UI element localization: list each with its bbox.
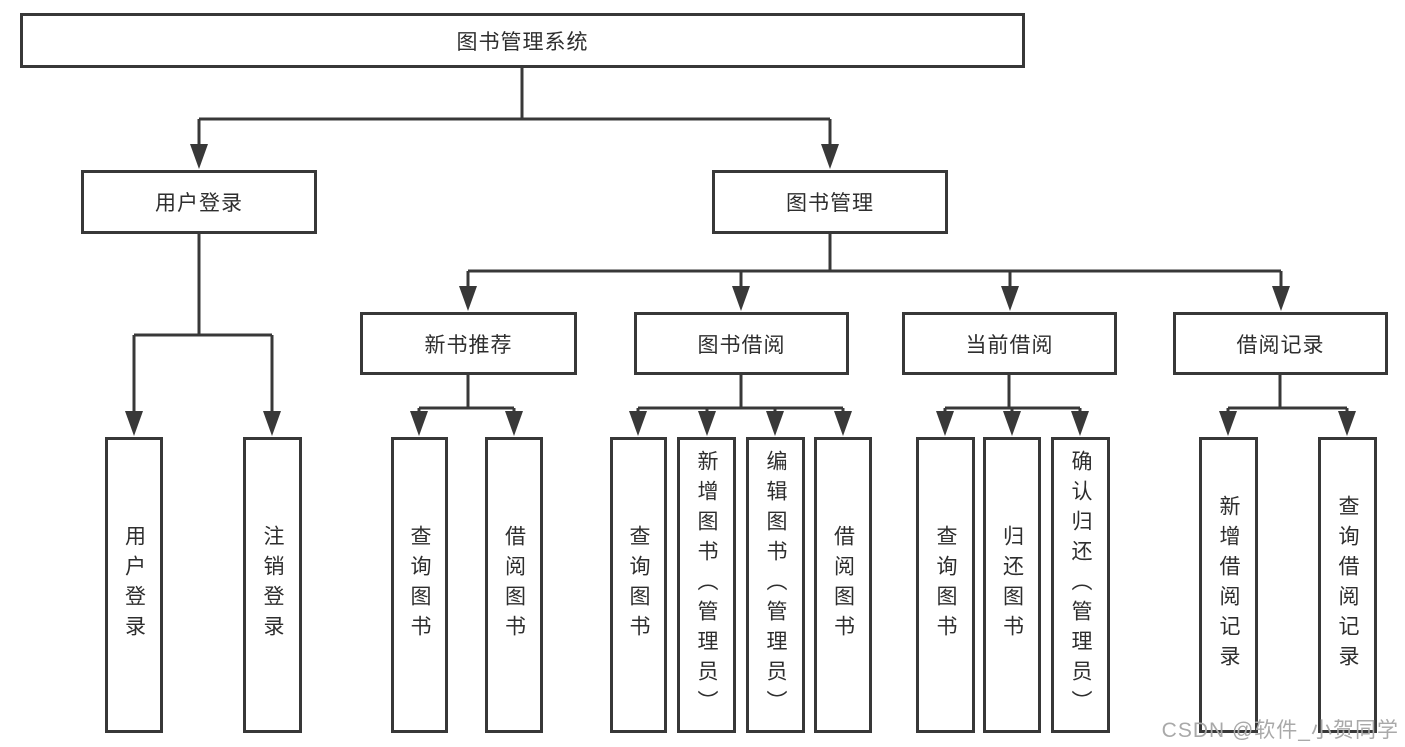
leaf-newbook-query-label: 查询图书 (408, 525, 431, 645)
leaf-borrowing-borrow-label: 借阅图书 (831, 525, 855, 645)
edge-newbook-to-leaves (417, 375, 516, 413)
node-borrowing-records-label: 借阅记录 (1236, 333, 1325, 357)
leaf-current-confirm-admin-label: 确认归还（管理员） (1069, 450, 1092, 720)
leaf-newbook-query: 查询图书 (391, 437, 448, 733)
leaf-borrowing-query: 查询图书 (610, 437, 667, 733)
edge-records-to-leaves (1226, 375, 1349, 413)
leaf-borrowing-edit-admin-label: 编辑图书（管理员） (764, 450, 787, 720)
leaf-records-add-label: 新增借阅记录 (1217, 495, 1240, 675)
node-borrowing-records: 借阅记录 (1173, 312, 1388, 375)
node-book-management: 图书管理 (712, 170, 948, 234)
leaf-borrowing-borrow: 借阅图书 (814, 437, 872, 733)
leaf-borrowing-edit-admin: 编辑图书（管理员） (746, 437, 805, 733)
node-user-login-label: 用户登录 (155, 192, 243, 215)
leaf-user-login: 用户登录 (105, 437, 163, 733)
node-book-borrowing: 图书借阅 (634, 312, 849, 375)
leaf-borrowing-query-label: 查询图书 (627, 525, 650, 645)
edge-bookmgmt-to-level2 (466, 234, 1283, 288)
node-current-borrowing: 当前借阅 (902, 312, 1117, 375)
leaf-current-confirm-admin: 确认归还（管理员） (1051, 437, 1110, 733)
leaf-user-login-label: 用户登录 (122, 525, 146, 645)
leaf-current-return-label: 归还图书 (1000, 525, 1024, 645)
leaf-current-query-label: 查询图书 (934, 525, 957, 645)
leaf-records-add: 新增借阅记录 (1199, 437, 1258, 733)
leaf-newbook-borrow: 借阅图书 (485, 437, 543, 733)
node-new-book-recommend-label: 新书推荐 (424, 333, 513, 357)
node-root-system-label: 图书管理系统 (456, 30, 589, 54)
leaf-borrowing-add-admin: 新增图书（管理员） (677, 437, 736, 733)
leaf-newbook-borrow-label: 借阅图书 (502, 525, 526, 645)
leaf-borrowing-add-admin-label: 新增图书（管理员） (695, 450, 718, 720)
node-current-borrowing-label: 当前借阅 (965, 333, 1054, 357)
edge-userlogin-to-leaves (132, 234, 274, 413)
leaf-records-query: 查询借阅记录 (1318, 437, 1377, 733)
csdn-watermark: CSDN @软件_小贺同学 (1161, 719, 1399, 742)
edge-root-to-level1 (197, 68, 832, 146)
edge-current-to-leaves (943, 375, 1082, 413)
edge-borrowing-to-leaves (636, 375, 845, 413)
leaf-current-query: 查询图书 (916, 437, 975, 733)
node-book-borrowing-label: 图书借阅 (697, 333, 786, 357)
leaf-current-return: 归还图书 (983, 437, 1041, 733)
node-user-login: 用户登录 (81, 170, 317, 234)
leaf-records-query-label: 查询借阅记录 (1336, 495, 1359, 675)
leaf-logout: 注销登录 (243, 437, 302, 733)
node-root-system: 图书管理系统 (20, 13, 1025, 68)
node-book-management-label: 图书管理 (786, 192, 874, 215)
leaf-logout-label: 注销登录 (261, 525, 284, 645)
node-new-book-recommend: 新书推荐 (360, 312, 577, 375)
